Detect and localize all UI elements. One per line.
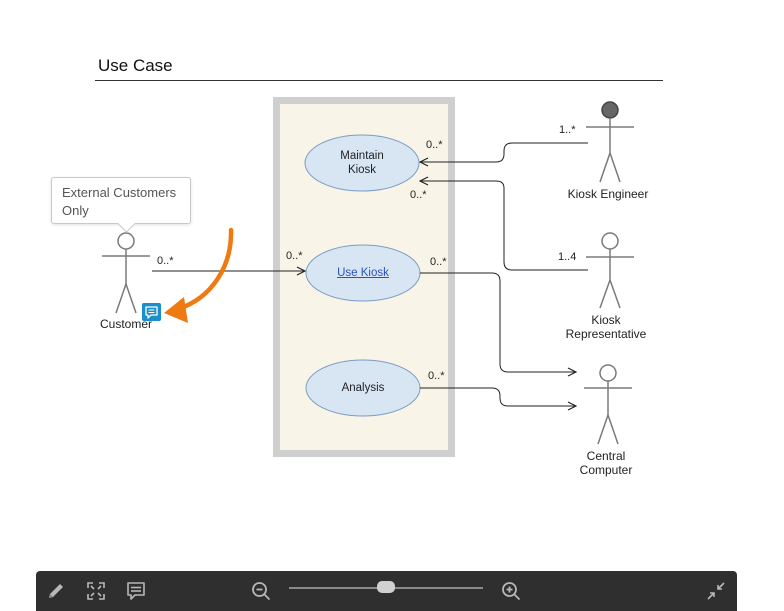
annotation-arrowhead [164, 297, 188, 323]
actor-kiosk-rep-line1: Kiosk [591, 313, 621, 327]
multiplicity-engineer: 1..* [559, 124, 576, 136]
multiplicity-maintain-bottom: 0..* [410, 189, 427, 201]
connector-usekiosk-central [420, 272, 576, 372]
usecase-maintain-line1: Maintain [340, 150, 384, 162]
usecase-analysis-label: Analysis [341, 382, 385, 394]
actor-kiosk-representative[interactable] [586, 232, 634, 309]
zoom-slider-thumb[interactable] [377, 581, 395, 593]
multiplicity-analysis-right: 0..* [428, 370, 445, 382]
connector-engineer-maintain [420, 142, 588, 162]
note-text-line1: External Customers [62, 185, 177, 200]
connector-representative-maintain [420, 181, 588, 271]
usecase-use-kiosk-link[interactable]: Use Kiosk [337, 267, 389, 279]
zoom-in-icon[interactable] [500, 580, 522, 602]
usecase-maintain-line2: Kiosk [347, 164, 377, 176]
note-text-line2: Only [62, 203, 89, 218]
usecase-use-kiosk-label[interactable]: Use Kiosk [318, 266, 408, 280]
collapse-icon[interactable] [705, 580, 727, 602]
actor-central-line1: Central [586, 449, 626, 463]
actor-kiosk-representative-label: Kiosk Representative [556, 313, 656, 341]
pencil-icon[interactable] [45, 580, 67, 602]
actor-kiosk-engineer-label: Kiosk Engineer [567, 187, 649, 201]
comment-badge[interactable] [142, 303, 161, 321]
multiplicity-customer: 0..* [157, 255, 174, 267]
actor-customer[interactable] [102, 232, 150, 314]
usecase-maintain-label: Maintain Kiosk [322, 149, 402, 177]
annotation-arrow [175, 227, 234, 312]
actor-kiosk-rep-line2: Representative [565, 327, 647, 341]
fullscreen-icon[interactable] [85, 580, 107, 602]
comment-icon[interactable] [125, 580, 147, 602]
actor-central-computer[interactable] [584, 364, 632, 445]
actor-kiosk-engineer[interactable] [586, 101, 634, 183]
comment-badge-icon [145, 306, 158, 319]
multiplicity-use-kiosk-right: 0..* [430, 256, 447, 268]
actor-central-line2: Computer [579, 463, 633, 477]
multiplicity-use-kiosk-left: 0..* [286, 250, 303, 262]
connector-analysis-central [420, 387, 576, 406]
multiplicity-representative: 1..4 [558, 251, 577, 263]
multiplicity-maintain-top: 0..* [426, 139, 443, 151]
diagram-title: Use Case [98, 56, 173, 75]
note-callout[interactable]: External Customers Only [51, 177, 191, 224]
title-divider [95, 80, 663, 81]
actor-central-computer-label: Central Computer [556, 449, 656, 477]
bottom-toolbar [36, 571, 737, 611]
actor-customer-label: Customer [99, 317, 152, 331]
zoom-out-icon[interactable] [250, 580, 272, 602]
